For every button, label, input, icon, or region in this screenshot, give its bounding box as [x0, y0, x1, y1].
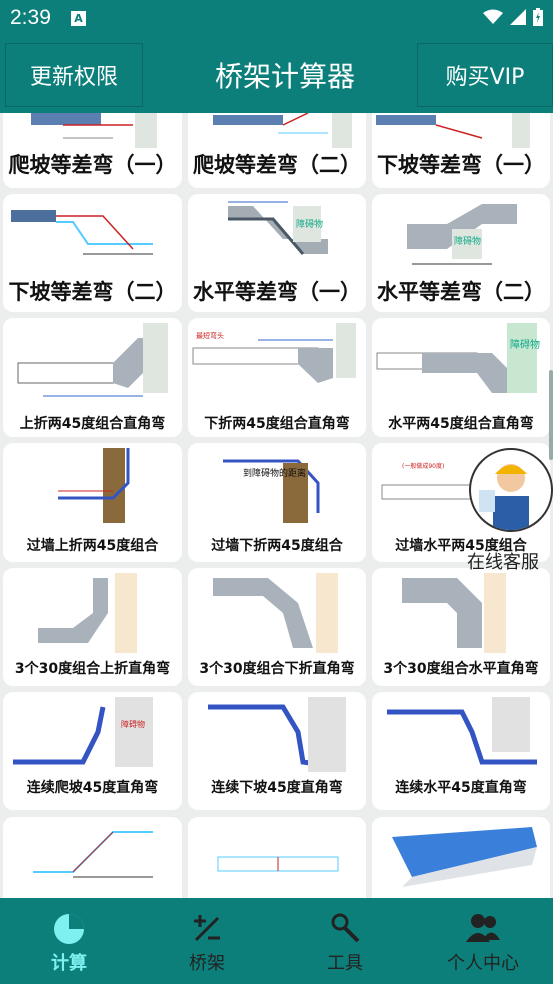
diagram-image: 障碍物: [228, 201, 328, 255]
item-grid: 爬坡等差弯（一） 爬坡等差弯（二） 下坡等差弯（一） 下坡等差弯（二） 障碍物 …: [0, 113, 553, 898]
bottom-nav: 计算 桥架 工具 个人中心: [0, 898, 553, 984]
grid-card[interactable]: 到障碍物的距离 过墙下折两45度组合: [188, 443, 366, 562]
notification-icon: A: [71, 11, 86, 26]
card-label: 3个30度组合上折直角弯: [14, 661, 171, 677]
diagram-image: 障碍物: [376, 323, 540, 393]
grid-card[interactable]: 上折两45度组合直角弯: [3, 318, 182, 437]
grid-card[interactable]: 连续下坡45度直角弯: [188, 692, 366, 810]
app-header: 更新权限 桥架计算器 购买VIP: [0, 37, 553, 113]
diagram-image: [376, 113, 530, 148]
nav-profile[interactable]: 个人中心: [414, 898, 552, 984]
signal-icon: [510, 9, 526, 25]
diagram-image: 障碍物: [407, 204, 517, 265]
card-label: 上折两45度组合直角弯: [19, 416, 166, 432]
grid-card[interactable]: 3个30度组合下折直角弯: [188, 568, 366, 686]
battery-icon: [533, 8, 543, 26]
svg-text:障碍物: 障碍物: [296, 218, 323, 230]
grid-card[interactable]: 障碍物 连续爬坡45度直角弯: [3, 692, 182, 810]
grid-card[interactable]: 连续水平45度直角弯: [372, 692, 550, 810]
grid-card[interactable]: [3, 817, 182, 898]
grid-card[interactable]: 下坡等差弯（一）: [372, 113, 550, 188]
diagram-image: [208, 697, 346, 772]
card-label: 下坡等差弯（二）: [8, 280, 177, 304]
diagram-image: [213, 113, 352, 148]
grid-card[interactable]: [188, 817, 366, 898]
svg-text:到障碍物的距离: 到障碍物的距离: [243, 467, 306, 479]
diagram-image: [11, 210, 153, 255]
card-label: 3个30度组合水平直角弯: [383, 661, 539, 677]
nav-tools[interactable]: 工具: [276, 898, 414, 984]
diagram-image: 到障碍物的距离: [223, 459, 320, 523]
card-label: 过墙上折两45度组合: [26, 538, 159, 554]
card-label: 下折两45度组合直角弯: [204, 416, 350, 432]
card-label: 连续水平45度直角弯: [395, 780, 527, 796]
grid-card[interactable]: 障碍物 水平等差弯（二）: [372, 194, 550, 312]
customer-service-button[interactable]: 在线客服: [467, 448, 553, 574]
card-label: 过墙下折两45度组合: [211, 538, 343, 554]
svg-text:障碍物: 障碍物: [121, 719, 145, 729]
diagram-image: [213, 573, 338, 653]
grid-card[interactable]: [372, 817, 550, 898]
diagram-image: 障碍物: [13, 697, 153, 767]
diagram-image: [217, 856, 339, 872]
service-avatar: [469, 448, 553, 532]
page-title: 桥架计算器: [214, 60, 355, 93]
status-bar: 2:39 A: [0, 0, 553, 37]
grid-card[interactable]: 3个30度组合上折直角弯: [3, 568, 182, 686]
grid-card[interactable]: 过墙上折两45度组合: [3, 443, 182, 562]
update-permission-button[interactable]: 更新权限: [5, 43, 143, 107]
buy-vip-button[interactable]: 购买VIP: [417, 43, 553, 107]
diagram-image: [17, 323, 168, 397]
card-label: 水平等差弯（一）: [193, 280, 361, 304]
card-label: 水平两45度组合直角弯: [388, 416, 534, 432]
diagram-image: [58, 448, 130, 523]
card-label: 连续下坡45度直角弯: [211, 780, 343, 796]
wifi-icon: [483, 9, 503, 24]
card-label: 爬坡等差弯（一）: [8, 153, 177, 177]
scrollbar[interactable]: [549, 370, 553, 460]
svg-text:障碍物: 障碍物: [510, 338, 540, 351]
diagram-image: [31, 113, 157, 148]
clock: 2:39: [10, 6, 51, 29]
diagram-image: 最短弯头: [192, 323, 356, 383]
svg-text:最短弯头: 最短弯头: [196, 331, 224, 340]
plus-minus-icon: [194, 915, 220, 942]
pie-chart-icon: [54, 914, 84, 944]
grid-card[interactable]: 障碍物 水平等差弯（一）: [188, 194, 366, 312]
grid-card[interactable]: 爬坡等差弯（二）: [188, 113, 366, 188]
svg-text:(一般做成90度): (一般做成90度): [402, 462, 444, 470]
grid-card[interactable]: 下坡等差弯（二）: [3, 194, 182, 312]
card-label: 过墙水平两45度组合: [395, 538, 527, 554]
grid-card[interactable]: 3个30度组合水平直角弯: [372, 568, 550, 686]
card-label: 水平等差弯（二）: [377, 280, 545, 304]
service-label: 在线客服: [467, 552, 539, 573]
diagram-image: [392, 827, 537, 887]
grid-card[interactable]: 爬坡等差弯（一）: [3, 113, 182, 188]
svg-text:障碍物: 障碍物: [454, 235, 481, 247]
grid-card[interactable]: 障碍物 水平两45度组合直角弯: [372, 318, 550, 437]
diagram-image: [33, 831, 153, 878]
diagram-image: [402, 573, 506, 653]
card-label: 连续爬坡45度直角弯: [26, 780, 159, 796]
nav-calculate[interactable]: 计算: [0, 898, 138, 984]
card-label: 下坡等差弯（一）: [377, 153, 545, 177]
people-icon: [466, 914, 500, 942]
grid-card[interactable]: 最短弯头 下折两45度组合直角弯: [188, 318, 366, 437]
diagram-image: [38, 573, 137, 653]
card-label: 3个30度组合下折直角弯: [199, 661, 355, 677]
card-label: 爬坡等差弯（二）: [193, 153, 361, 177]
nav-bridge[interactable]: 桥架: [138, 898, 276, 984]
wrench-icon: [331, 913, 360, 943]
system-icons: [483, 8, 543, 26]
diagram-image: [387, 697, 537, 765]
